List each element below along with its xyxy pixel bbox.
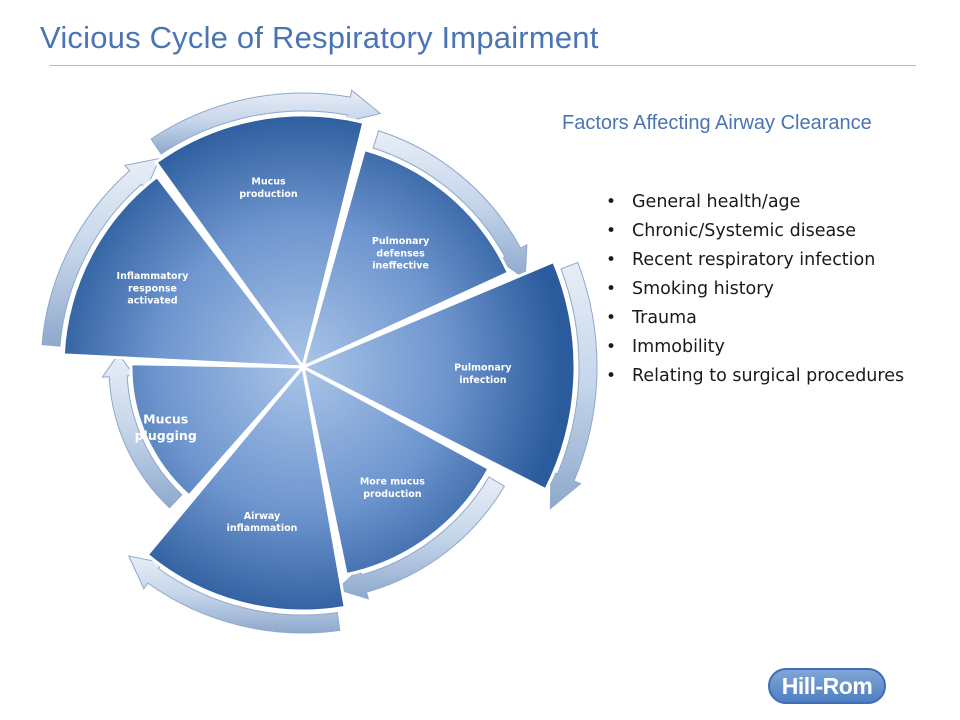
cycle-segment (129, 362, 307, 499)
factors-list: General health/ageChronic/Systemic disea… (606, 188, 904, 391)
factor-item: General health/age (606, 188, 904, 217)
cycle-segment-label-line: production (239, 189, 298, 200)
cycle-segment-label-line: Airway (244, 511, 281, 522)
cycle-arrow (372, 130, 528, 280)
cycle-segment-label-line: Pulmonary (372, 236, 430, 247)
cycle-segment (61, 174, 307, 369)
title-divider (50, 65, 916, 66)
cycle-segments (61, 113, 577, 613)
cycle-segment-label-line: ineffective (372, 261, 429, 272)
cycle-segment-label-line: inflammation (227, 523, 298, 534)
factor-item: Recent respiratory infection (606, 246, 904, 275)
factors-heading: Factors Affecting Airway Clearance (562, 112, 872, 134)
cycle-segment-label-line: production (363, 489, 422, 500)
cycle-segment (300, 364, 492, 577)
cycle-arrow (41, 157, 161, 347)
hill-rom-logo: Hill-Rom (768, 668, 886, 704)
factor-item: Trauma (606, 304, 904, 333)
factor-item: Chronic/Systemic disease (606, 217, 904, 246)
slide-title: Vicious Cycle of Respiratory Impairment (40, 20, 599, 55)
cycle-segment (153, 113, 366, 371)
cycle-segment (145, 363, 347, 613)
cycle-segment-label-line: plugging (135, 428, 197, 443)
cycle-arrow (549, 261, 598, 510)
cycle-arrow (150, 89, 382, 155)
cycle-segment-label-line: Mucus (143, 412, 188, 427)
cycle-segment-label-line: More mucus (360, 477, 425, 488)
factor-item: Relating to surgical procedures (606, 362, 904, 391)
cycle-segment-label-line: Inflammatory (117, 271, 190, 282)
factor-item: Smoking history (606, 275, 904, 304)
factor-item: Immobility (606, 333, 904, 362)
cycle-segment (300, 147, 511, 370)
cycle-arrows (41, 89, 598, 634)
cycle-segment-label-line: activated (127, 296, 177, 307)
cycle-segment-label: Mucus production (239, 176, 298, 199)
cycle-segment-label: Pulmonary infection (454, 362, 512, 385)
cycle-arrow (101, 352, 183, 509)
cycle-segment-label-line: Mucus (251, 176, 286, 187)
cycle-segment-label-line: Pulmonary (454, 362, 512, 373)
cycle-segment-label-line: defenses (376, 248, 425, 259)
cycle-segment-label-line: infection (459, 375, 507, 386)
cycle-segment-label-line: response (128, 283, 177, 294)
cycle-arrow (127, 555, 341, 634)
cycle-segment (299, 259, 577, 492)
cycle-arrow (336, 476, 506, 600)
